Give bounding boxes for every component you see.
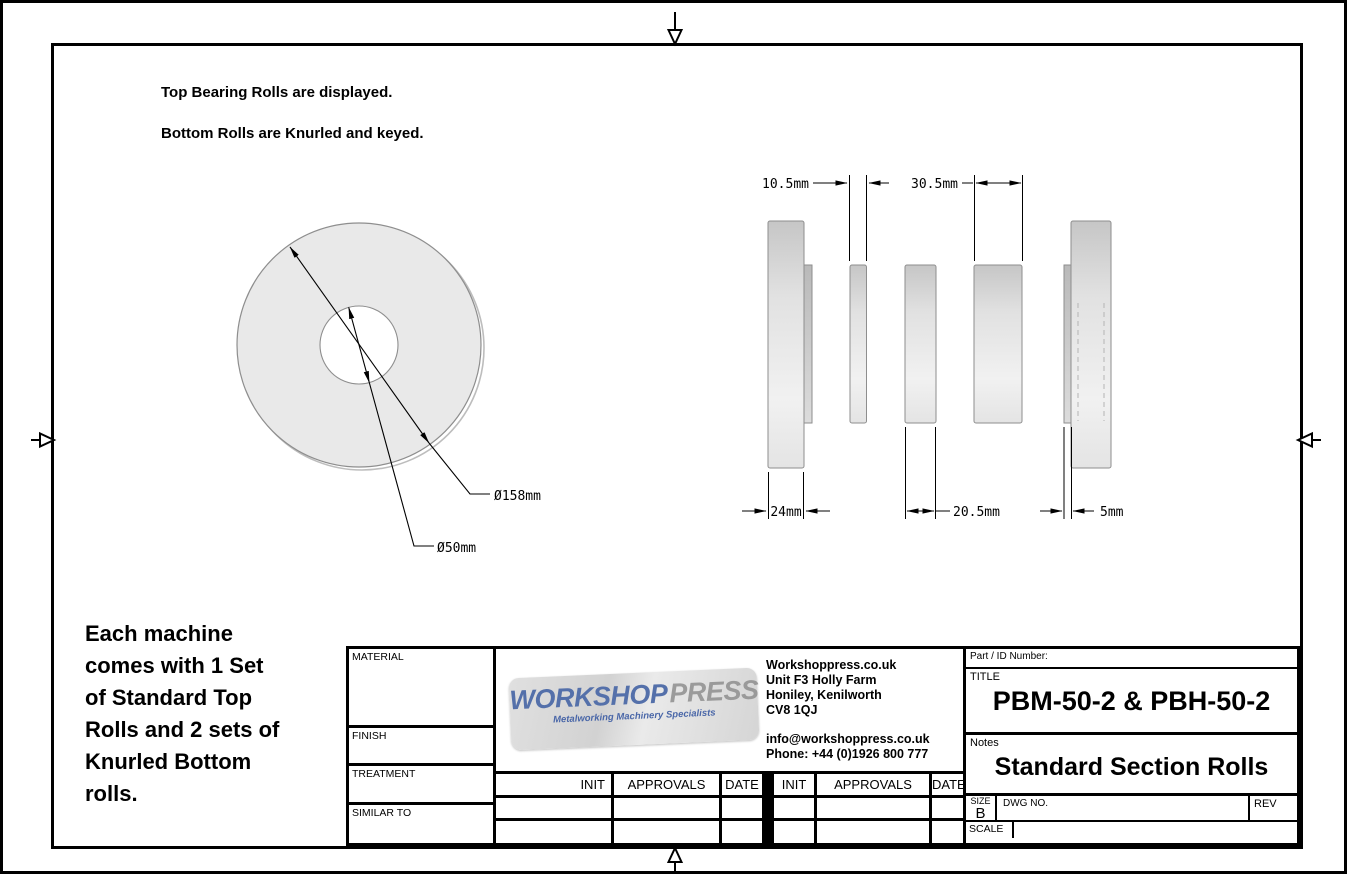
approvals-header-approvals-2: APPROVALS <box>817 774 929 795</box>
approvals-divider <box>765 821 771 843</box>
dim-width-20-5: 20.5mm <box>953 505 1000 520</box>
machine-set-note-line: of Standard Top <box>85 685 253 710</box>
approvals-header-init-2: INIT <box>774 774 814 795</box>
size-label: SIZE <box>970 796 991 806</box>
roll-1-body <box>767 220 805 469</box>
size-dwg-rev-row: SIZE B DWG NO. REV <box>966 796 1297 822</box>
side-view-rolls <box>767 220 1112 469</box>
part-id-row: Part / ID Number: <box>966 649 1297 669</box>
company-phone: Phone: +44 (0)1926 800 777 <box>766 747 929 761</box>
approvals-empty-cell <box>496 798 611 818</box>
approvals-empty-cell <box>932 821 966 843</box>
notes-row: Notes Standard Section Rolls <box>966 735 1297 796</box>
approvals-header-approvals-1: APPROVALS <box>614 774 719 795</box>
approvals-empty-cell <box>774 821 814 843</box>
title-block-right: Part / ID Number: TITLE PBM-50-2 & PBH-5… <box>963 649 1297 843</box>
title-block-fields: MATERIAL FINISH TREATMENT SIMILAR TO <box>349 649 496 843</box>
address-line: CV8 1QJ <box>766 703 818 717</box>
approvals-divider <box>765 774 771 795</box>
size-box: SIZE B <box>966 796 997 822</box>
rev-box: REV <box>1248 796 1297 820</box>
note-top-rolls: Top Bearing Rolls are displayed. <box>161 84 393 101</box>
scale-label: SCALE <box>966 822 1014 838</box>
approvals-empty-cell <box>817 798 929 818</box>
title-label: TITLE <box>970 671 1000 683</box>
finish-field: FINISH <box>349 728 493 766</box>
drawing-title: PBM-50-2 & PBH-50-2 <box>992 686 1271 716</box>
approvals-empty-cell <box>614 821 719 843</box>
machine-set-note-line: Rolls and 2 sets of <box>85 717 280 742</box>
machine-set-note-line: rolls. <box>85 781 138 806</box>
address-line: Unit F3 Holly Farm <box>766 673 877 687</box>
company-website: Workshoppress.co.uk <box>766 658 897 672</box>
approvals-empty-cell <box>722 821 762 843</box>
dim-width-10-5: 10.5mm <box>762 177 809 192</box>
disc-outer-circle <box>236 222 482 468</box>
dim-bore-diameter: Ø50mm <box>437 541 476 556</box>
note-bottom-rolls: Bottom Rolls are Knurled and keyed. <box>161 125 424 142</box>
scale-row: SCALE <box>966 822 1297 838</box>
center-mark-bottom-icon <box>666 845 684 871</box>
approvals-empty-cell <box>932 798 966 818</box>
center-mark-right-icon <box>1295 431 1321 449</box>
machine-set-note-line: Knurled Bottom <box>85 749 252 774</box>
similar-to-field: SIMILAR TO <box>352 807 412 819</box>
approvals-table: INIT APPROVALS DATE INIT APPROVALS DATE <box>496 774 966 843</box>
roll-5-body <box>1070 220 1112 469</box>
disc-bore-circle <box>319 305 399 385</box>
roll-5-hidden-lines <box>1077 303 1105 421</box>
scale-value-empty <box>1014 822 1297 838</box>
logo-word-press: PRESS <box>668 674 759 709</box>
roll-4-body <box>973 264 1023 424</box>
roll-3-body <box>904 264 937 424</box>
side-view-dimensions <box>742 175 1094 519</box>
approvals-empty-cell <box>774 798 814 818</box>
approvals-divider <box>765 798 771 818</box>
drawing-subtitle: Standard Section Rolls <box>994 753 1269 781</box>
dim-outer-diameter: Ø158mm <box>494 489 541 504</box>
company-logo: WORKSHOPPRESS Metalworking Machinery Spe… <box>508 667 760 751</box>
approvals-header-date-1: DATE <box>722 774 762 795</box>
disc-rim-shadow <box>239 225 485 471</box>
dim-width-5: 5mm <box>1100 505 1124 520</box>
machine-set-note: Each machine comes with 1 Set of Standar… <box>85 618 279 810</box>
approvals-empty-cell <box>817 821 929 843</box>
material-field: MATERIAL <box>349 649 493 728</box>
roll-5-hub <box>1063 264 1072 424</box>
company-address: Workshoppress.co.uk Unit F3 Holly Farm H… <box>766 658 930 762</box>
address-line: Honiley, Kenilworth <box>766 688 882 702</box>
address-spacer <box>766 718 930 732</box>
title-row: TITLE PBM-50-2 & PBH-50-2 <box>966 669 1297 735</box>
center-mark-top-icon <box>666 12 684 47</box>
roll-2-body <box>849 264 867 424</box>
center-mark-left-icon <box>31 431 57 449</box>
size-value: B <box>975 805 986 822</box>
approvals-header-init-1: INIT <box>496 774 611 795</box>
approvals-empty-cell <box>614 798 719 818</box>
roll-1-hub <box>803 264 813 424</box>
approvals-header-date-2: DATE <box>932 774 966 795</box>
front-view-dimensions <box>289 246 490 547</box>
company-area: WORKSHOPPRESS Metalworking Machinery Spe… <box>496 649 963 774</box>
company-email: info@workshoppress.co.uk <box>766 732 930 746</box>
approvals-empty-cell <box>722 798 762 818</box>
notes-label: Notes <box>970 737 999 749</box>
dim-width-30-5: 30.5mm <box>911 177 958 192</box>
front-view-disc <box>236 222 485 471</box>
approvals-empty-cell <box>496 821 611 843</box>
dwg-no-box: DWG NO. <box>1003 798 1048 809</box>
treatment-field: TREATMENT <box>349 766 493 805</box>
machine-set-note-line: Each machine <box>85 621 233 646</box>
title-block: MATERIAL FINISH TREATMENT SIMILAR TO WOR… <box>346 646 1300 846</box>
dim-width-24: 24mm <box>770 505 801 520</box>
machine-set-note-line: comes with 1 Set <box>85 653 264 678</box>
